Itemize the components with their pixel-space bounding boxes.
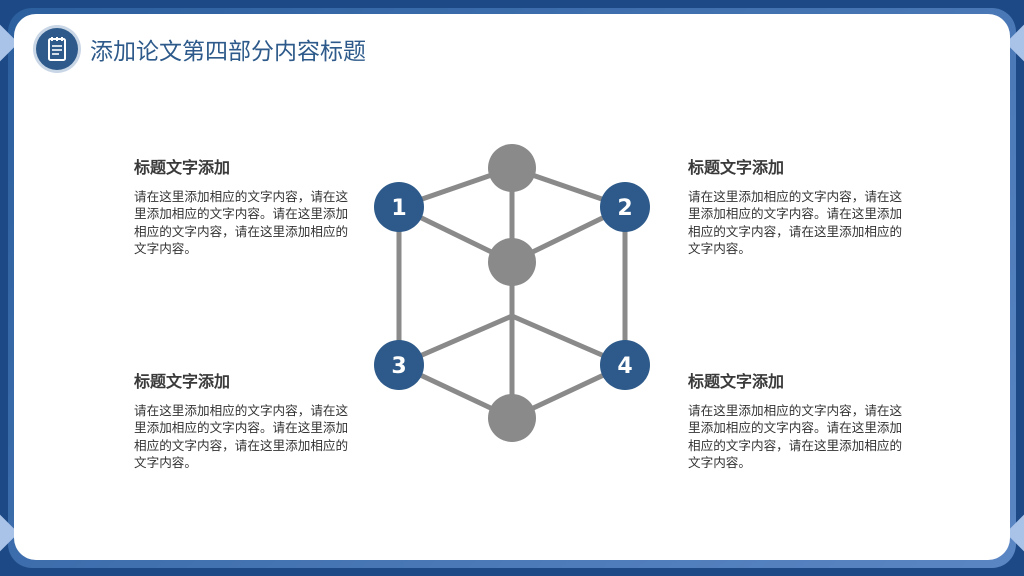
diagram-node-3 xyxy=(374,340,424,390)
text-block-2: 标题文字添加 请在这里添加相应的文字内容，请在这里添加相应的文字内容。请在这里添… xyxy=(688,154,914,257)
notebook-icon xyxy=(36,28,78,70)
block-title: 标题文字添加 xyxy=(688,158,785,177)
node-number-4: 4 xyxy=(617,354,632,379)
diagram-node-bottom xyxy=(488,394,536,442)
diagram-node-4 xyxy=(600,340,650,390)
block-title: 标题文字添加 xyxy=(688,372,785,391)
node-number-2: 2 xyxy=(617,196,632,221)
block-body: 请在这里添加相应的文字内容，请在这里添加相应的文字内容。请在这里添加相应的文字内… xyxy=(688,403,903,470)
text-block-1: 标题文字添加 请在这里添加相应的文字内容，请在这里添加相应的文字内容。请在这里添… xyxy=(134,154,360,257)
diagram-node-2 xyxy=(600,182,650,232)
text-block-4: 标题文字添加 请在这里添加相应的文字内容，请在这里添加相应的文字内容。请在这里添… xyxy=(688,368,914,471)
text-block-3: 标题文字添加 请在这里添加相应的文字内容，请在这里添加相应的文字内容。请在这里添… xyxy=(134,368,360,471)
page-title: 添加论文第四部分内容标题 xyxy=(90,39,366,65)
block-body: 请在这里添加相应的文字内容，请在这里添加相应的文字内容。请在这里添加相应的文字内… xyxy=(688,189,903,256)
diagram-node-top xyxy=(488,144,536,192)
block-title: 标题文字添加 xyxy=(134,158,231,177)
node-number-1: 1 xyxy=(391,196,406,221)
block-title: 标题文字添加 xyxy=(134,372,231,391)
diagram-node-center xyxy=(488,238,536,286)
block-body: 请在这里添加相应的文字内容，请在这里添加相应的文字内容。请在这里添加相应的文字内… xyxy=(134,189,349,256)
diagram-node-1 xyxy=(374,182,424,232)
block-body: 请在这里添加相应的文字内容，请在这里添加相应的文字内容。请在这里添加相应的文字内… xyxy=(134,403,349,470)
node-number-3: 3 xyxy=(391,354,406,379)
